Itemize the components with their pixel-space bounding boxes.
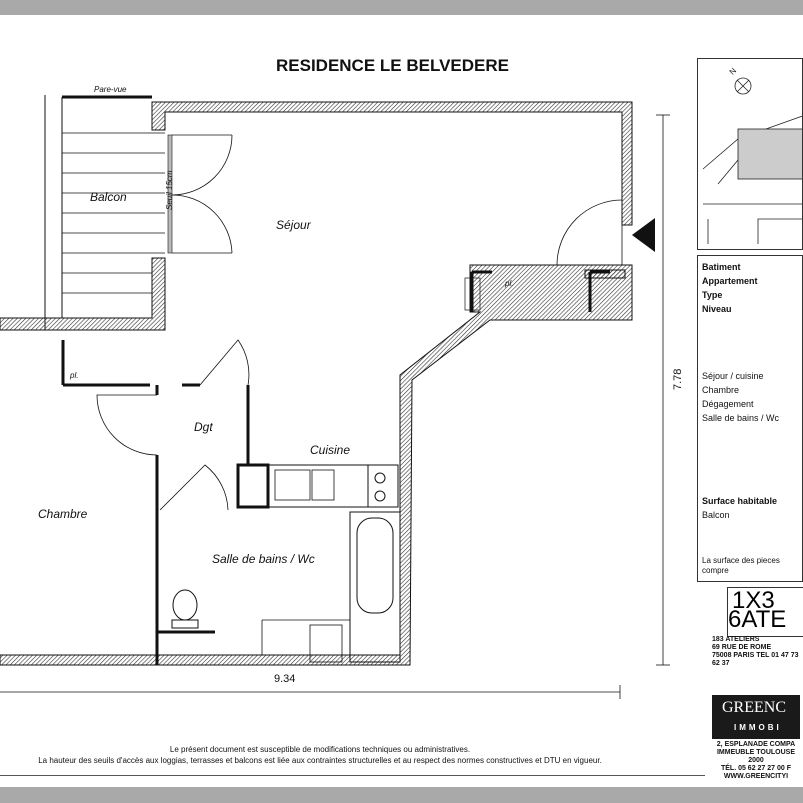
greencity-logo: GREENC IMMOBI (712, 695, 800, 739)
room-chambre: Chambre (702, 385, 740, 395)
dgt-label: Dgt (194, 420, 213, 434)
room-sdb: Salle de bains / Wc (702, 413, 780, 423)
field-type: Type (702, 290, 723, 300)
atelier-logo-text: 1X3 6ATE (728, 587, 787, 633)
atelier-logo: 1X3 6ATE (727, 587, 803, 637)
sejour-label: Séjour (276, 218, 311, 232)
placard-label: pl. (505, 279, 514, 288)
sdb-label: Salle de bains / Wc (212, 552, 315, 566)
page-title: RESIDENCE LE BELVEDERE (275, 56, 509, 75)
surface-habitable: Surface habitable (702, 496, 778, 506)
surface-note: La surface des pieces compre (702, 556, 780, 575)
surface-balcon: Balcon (702, 510, 730, 520)
cuisine-label: Cuisine (310, 443, 351, 457)
width-dimension: 9.34 (274, 673, 296, 685)
balcon-label: Balcon (90, 190, 127, 204)
atelier-line: 183 ATELIERS (712, 636, 760, 643)
bottom-rule (0, 775, 705, 776)
greencity-website: WWW.GREENCITYI (723, 773, 789, 780)
footer-note: La hauteur des seuils d'accès aux loggia… (38, 756, 602, 765)
field-appartement: Appartement (702, 276, 758, 286)
greencity-phone: TÉL. 05 62 27 27 00 F (720, 765, 792, 772)
chambre-label: Chambre (38, 507, 88, 521)
seuil-label: Seuil 15cm (165, 170, 174, 210)
placard-label: pl. (70, 371, 79, 380)
greencity-line: 2, ESPLANADE COMPA (716, 741, 796, 748)
apartment-info-panel: Batiment Appartement Type Niveau Séjour … (697, 255, 803, 582)
greencity-line: IMMEUBLE TOULOUSE 2000 (716, 749, 796, 764)
floor-plan (0, 95, 670, 699)
height-dimension: 7.78 (672, 368, 684, 390)
room-sejour: Séjour / cuisine (702, 371, 764, 381)
field-batiment: Batiment (702, 262, 741, 272)
site-map (702, 77, 802, 244)
footer-note: Le présent document est susceptible de m… (169, 745, 471, 754)
field-niveau: Niveau (702, 304, 732, 314)
atelier-line: 69 RUE DE ROME (712, 644, 772, 651)
plan-sheet: RESIDENCE LE BELVEDERE Pare-vue Balcon S… (0, 15, 803, 787)
location-map: N (697, 58, 803, 250)
greencity-logo-text: GREENC (722, 699, 786, 716)
greencity-sub: IMMOBI (734, 723, 782, 732)
pare-vue-label: Pare-vue (94, 85, 127, 94)
atelier-line: 75008 PARIS TEL 01 47 73 62 37 (712, 652, 799, 667)
room-degagement: Dégagement (702, 399, 754, 409)
